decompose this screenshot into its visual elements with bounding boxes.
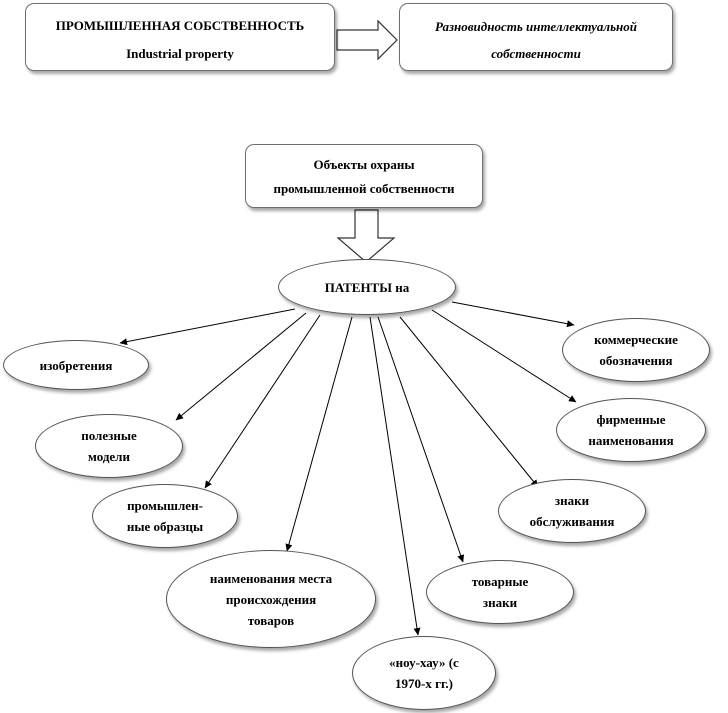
inventions-ellipse: изобретения	[3, 340, 149, 390]
trade-names-line1: фирменные	[596, 412, 666, 427]
industrial-designs-line2: ные образцы	[126, 519, 204, 534]
industrial-property-box: ПРОМЫШЛЕННАЯ СОБСТВЕННОСТЬ Industrial pr…	[25, 3, 335, 71]
arrow-to-industrial-designs	[204, 314, 321, 489]
trade-names-line2: наименования	[588, 433, 674, 448]
appellations-line3: товаров	[247, 612, 295, 628]
protected-objects-line2: промышленной собственности	[273, 181, 455, 196]
trademarks-ellipse: товарные знаки	[426, 560, 574, 624]
block-arrow-right	[336, 19, 398, 61]
arrow-to-appellations	[285, 316, 353, 552]
service-marks-line2: обслуживания	[529, 514, 615, 529]
arrow-to-trademarks	[377, 316, 465, 563]
know-how-line2: 1970-х гг.)	[394, 676, 453, 691]
arrow-to-know-how	[369, 316, 421, 636]
industrial-property-title: ПРОМЫШЛЕННАЯ СОБСТВЕННОСТЬ	[55, 18, 305, 33]
commercial-designations-ellipse: коммерческие обозначения	[562, 318, 710, 382]
patents-ellipse: ПАТЕНТЫ на	[278, 259, 456, 315]
protected-objects-line1: Объекты охраны	[313, 157, 415, 172]
utility-models-line1: полезные	[81, 428, 137, 443]
ip-variety-line1: Разновидность интеллектуальной	[435, 19, 637, 34]
appellations-line2: происхождения	[225, 591, 317, 607]
ip-variety-line2: собственности	[491, 46, 581, 61]
service-marks-ellipse: знаки обслуживания	[498, 479, 646, 543]
commercial-designations-line1: коммерческие	[594, 332, 678, 347]
arrow-to-service-marks	[399, 316, 539, 488]
arrow-to-utility-models	[175, 312, 307, 421]
ip-variety-box: Разновидность интеллектуальной собственн…	[399, 3, 673, 71]
trade-names-ellipse: фирменные наименования	[556, 398, 706, 462]
know-how-ellipse: «ноу-хау» (с 1970-х гг.)	[352, 636, 496, 710]
industrial-designs-line1: промышлен-	[127, 498, 203, 513]
commercial-designations-line2: обозначения	[599, 353, 673, 368]
patents-label: ПАТЕНТЫ на	[324, 279, 410, 295]
appellations-ellipse: наименования места происхождения товаров	[166, 550, 376, 648]
service-marks-line1: знаки	[554, 493, 590, 508]
inventions-label: изобретения	[39, 357, 113, 373]
trademarks-line2: знаки	[482, 595, 518, 610]
utility-models-ellipse: полезные модели	[35, 414, 183, 478]
arrow-to-inventions	[119, 308, 296, 346]
appellations-line1: наименования места	[209, 570, 333, 586]
arrow-to-trade-names	[431, 309, 577, 403]
know-how-line1: «ноу-хау» (с	[389, 655, 459, 670]
trademarks-line1: товарные	[471, 574, 529, 589]
arrow-to-commercial-designations	[451, 301, 575, 328]
protected-objects-box: Объекты охраны промышленной собственност…	[245, 144, 483, 208]
industrial-designs-ellipse: промышлен- ные образцы	[92, 484, 238, 548]
industrial-property-english: Industrial property	[126, 46, 234, 61]
utility-models-line2: модели	[88, 449, 130, 464]
block-arrow-down	[336, 209, 396, 263]
